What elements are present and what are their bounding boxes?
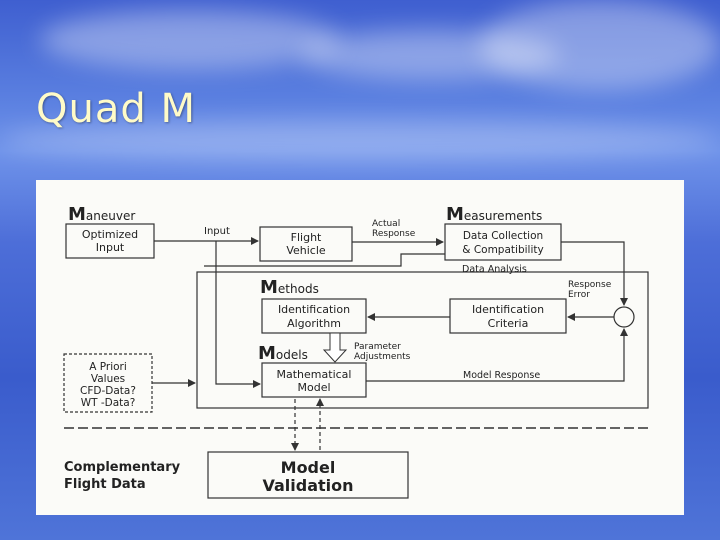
model-validation-box: [207, 451, 409, 499]
data-analysis-label: Data Analysis: [462, 264, 527, 275]
flight-vehicle-line2: Vehicle: [286, 244, 326, 257]
data-analysis-line: [204, 253, 445, 267]
validation-line2: Validation: [262, 476, 353, 495]
models-line1: Mathematical: [277, 368, 352, 381]
analysis-loop-frame: [196, 271, 649, 409]
maneuver-line2: Input: [96, 241, 125, 254]
models-line2: Model: [297, 381, 330, 394]
response-error-line1: Response: [568, 280, 612, 290]
criteria-line2: Criteria: [488, 317, 529, 330]
svg-text:Measurements: Measurements: [446, 204, 542, 225]
actual-response-line2: Response: [372, 229, 416, 239]
models-title: odels: [276, 348, 308, 362]
a-priori-line2: Values: [91, 373, 125, 385]
methods-line1: Identification: [278, 303, 350, 316]
complementary-line1: Complementary: [64, 460, 181, 475]
a-priori-line3: CFD-Data?: [80, 385, 136, 397]
sky-cloud: [480, 0, 720, 90]
validation-line1: Model: [281, 458, 336, 477]
a-priori-line4: WT -Data?: [81, 397, 136, 409]
svg-text:Maneuver: Maneuver: [68, 204, 135, 225]
methods-title: ethods: [278, 282, 319, 296]
a-priori-line1: A Priori: [89, 361, 127, 373]
identification-criteria-box: [449, 298, 567, 334]
flight-vehicle-box: [259, 226, 353, 262]
parameter-adjustments-line2: Adjustments: [354, 352, 411, 362]
sky-cloud: [40, 10, 340, 70]
svg-text:Models: Models: [258, 343, 308, 364]
parameter-adjustment-arrow: [322, 332, 348, 363]
complementary-line2: Flight Data: [64, 477, 146, 492]
methods-box: [261, 298, 367, 334]
measurements-title: easurements: [464, 209, 542, 223]
measured-response-arrow: [561, 241, 628, 306]
parameter-adjustments-line1: Parameter: [354, 342, 401, 352]
model-response-arrow: [366, 328, 628, 382]
svg-text:Methods: Methods: [260, 277, 319, 298]
maneuver-line1: Optimized: [82, 228, 138, 241]
input-to-model-arrow: [215, 241, 261, 388]
methods-line2: Algorithm: [287, 317, 341, 330]
measurements-head: M: [446, 204, 464, 225]
quad-m-diagram: Maneuver Optimized Input Input Flight Ve…: [36, 180, 684, 515]
sky-cloud: [300, 30, 560, 80]
measurements-line2: & Compatibility: [462, 244, 543, 256]
summing-junction: [613, 306, 635, 328]
slide-title: Quad M: [36, 86, 196, 132]
maneuver-title: aneuver: [86, 209, 135, 223]
model-response-label: Model Response: [463, 370, 540, 381]
input-label: Input: [204, 226, 230, 237]
models-box: [261, 362, 367, 398]
models-head: M: [258, 343, 276, 364]
actual-response-line1: Actual: [372, 219, 400, 229]
response-error-line2: Error: [568, 290, 590, 300]
maneuver-head: M: [68, 204, 86, 225]
flight-vehicle-line1: Flight: [291, 231, 322, 244]
criteria-line1: Identification: [472, 303, 544, 316]
methods-head: M: [260, 277, 278, 298]
sky-cloud: [0, 120, 720, 160]
measurements-line1: Data Collection: [463, 230, 543, 242]
